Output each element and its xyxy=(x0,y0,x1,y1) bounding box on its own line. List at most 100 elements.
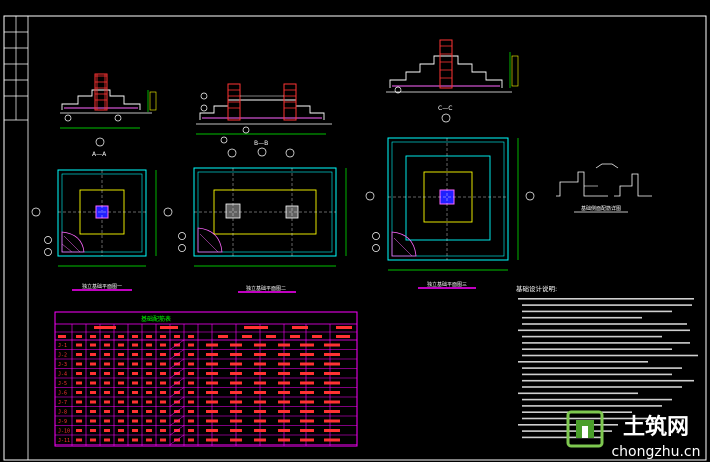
table-cell-mark xyxy=(300,419,314,423)
foundation-plan-1: 独立基础平面图一 xyxy=(31,169,173,291)
table-cell-mark xyxy=(118,381,124,385)
section-a-a: A—A xyxy=(60,73,157,158)
table-cell-mark xyxy=(160,438,166,442)
table-cell-mark xyxy=(188,429,194,432)
table-cell-mark xyxy=(160,429,166,432)
table-cell-mark xyxy=(300,391,314,394)
table-cell-mark xyxy=(230,343,242,347)
table-row-label: J-7 xyxy=(58,400,67,406)
table-cell-mark xyxy=(278,381,290,385)
table-cell-mark xyxy=(104,353,110,356)
table-cell-mark xyxy=(254,381,266,385)
notes-text-line xyxy=(522,316,642,319)
side-detail-caption: 基础侧面配筋详图 xyxy=(581,205,621,212)
table-cell-mark xyxy=(254,391,266,394)
table-cell-mark xyxy=(254,400,266,404)
table-cell-mark xyxy=(132,343,138,347)
table-cell-mark xyxy=(90,343,96,347)
table-cell-mark xyxy=(76,391,82,394)
table-cell-mark xyxy=(230,381,242,385)
table-cell-mark xyxy=(254,372,266,375)
notes-text-line xyxy=(522,373,672,376)
table-cell-mark xyxy=(300,353,314,356)
table-cell-mark xyxy=(188,343,194,347)
table-cell-mark xyxy=(278,438,290,442)
notes-text-block xyxy=(518,298,698,439)
table-cell-mark xyxy=(278,372,290,375)
section-c-c: C—C xyxy=(386,39,519,123)
table-cell-hatch xyxy=(169,368,185,379)
table-row-label: J-9 xyxy=(58,419,67,425)
table-cell-mark xyxy=(90,362,96,366)
table-cell-mark xyxy=(132,372,138,375)
table-cell-mark xyxy=(300,343,314,347)
table-cell-mark xyxy=(324,381,340,385)
table-cell-mark xyxy=(132,438,138,442)
table-cell-mark xyxy=(104,343,110,347)
table-cell-mark xyxy=(90,372,96,375)
table-cell-mark xyxy=(90,353,96,356)
table-cell-mark xyxy=(206,362,218,366)
table-cell-mark xyxy=(324,419,340,423)
chongzhu-watermark-logo: 土筑网 chongzhu.cn xyxy=(566,410,701,460)
table-cell-hatch xyxy=(169,387,185,398)
table-cell-hatch xyxy=(169,415,185,426)
table-cell-mark xyxy=(324,400,340,404)
sheet-border xyxy=(3,15,707,461)
table-cell-mark xyxy=(324,429,340,432)
notes-text-line xyxy=(522,335,662,338)
table-cell-mark xyxy=(118,429,124,432)
table-cell-mark xyxy=(324,372,340,375)
table-row-label: J-4 xyxy=(58,372,67,378)
table-cell-mark xyxy=(254,362,266,366)
table-cell-mark xyxy=(160,391,166,394)
table-cell-mark xyxy=(254,419,266,423)
plan-3-caption: 独立基础平面图三 xyxy=(427,281,467,288)
notes-text-line xyxy=(518,298,694,300)
watermark-brand-cn: 土筑网 xyxy=(623,414,689,440)
table-cell-mark xyxy=(104,438,110,442)
table-cell-mark xyxy=(76,429,82,432)
table-cell-mark xyxy=(76,353,82,356)
table-row-label: J-11 xyxy=(58,438,70,444)
table-cell-mark xyxy=(254,438,266,442)
table-cell-hatch xyxy=(169,425,185,436)
table-cell-mark xyxy=(118,343,124,347)
table-cell-hatch xyxy=(169,396,185,407)
table-cell-mark xyxy=(160,353,166,356)
notes-text-line xyxy=(518,361,648,363)
table-cell-mark xyxy=(104,391,110,394)
notes-text-line xyxy=(522,379,694,382)
table-cell-mark xyxy=(90,438,96,442)
table-cell-hatch xyxy=(169,434,185,445)
table-cell-mark xyxy=(188,400,194,404)
table-cell-mark xyxy=(188,438,194,442)
notes-text-line xyxy=(522,386,682,388)
table-cell-mark xyxy=(300,362,314,366)
table-cell-mark xyxy=(104,429,110,432)
table-cell-mark xyxy=(76,372,82,375)
notes-text-line xyxy=(522,348,672,350)
plan-2-caption: 独立基础平面图二 xyxy=(246,285,286,292)
table-cell-mark xyxy=(300,400,314,404)
table-cell-mark xyxy=(90,400,96,404)
table-cell-mark xyxy=(188,410,194,413)
table-cell-mark xyxy=(278,362,290,366)
table-cell-mark xyxy=(206,410,218,413)
table-cell-mark xyxy=(76,438,82,442)
table-cell-mark xyxy=(90,429,96,432)
table-cell-mark xyxy=(278,400,290,404)
notes-text-line xyxy=(522,436,602,439)
table-cell-mark xyxy=(188,372,194,375)
table-row-label: J-8 xyxy=(58,410,67,416)
table-cell-mark xyxy=(118,353,124,356)
table-cell-mark xyxy=(146,438,152,442)
table-cell-mark xyxy=(76,419,82,423)
notes-text-line xyxy=(518,329,690,332)
table-cell-mark xyxy=(206,372,218,375)
table-cell-mark xyxy=(104,400,110,404)
table-cell-mark xyxy=(206,353,218,356)
table-cell-mark xyxy=(146,429,152,432)
table-cell-mark xyxy=(146,343,152,347)
table-cell-mark xyxy=(90,391,96,394)
